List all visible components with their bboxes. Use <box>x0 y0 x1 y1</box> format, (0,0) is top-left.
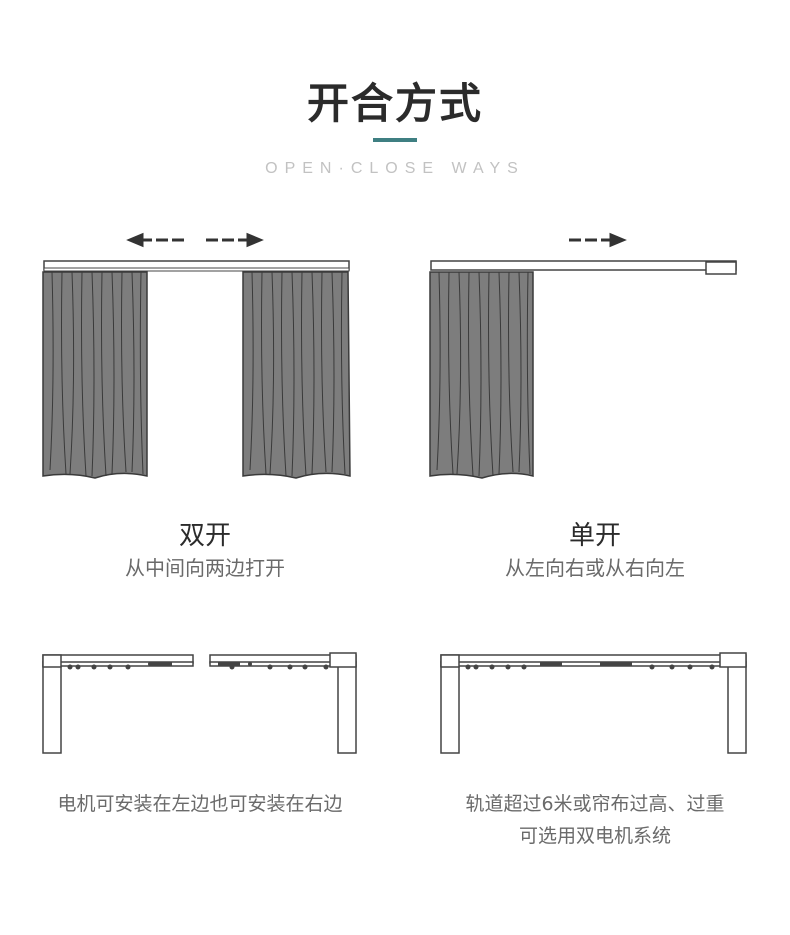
note-dual-motor-line1: 轨道超过6米或帘布过高、过重 <box>465 793 725 815</box>
note-dual-motor-line2: 可选用双电机系统 <box>518 825 671 847</box>
mode-title-single: 单开 <box>568 521 621 551</box>
double-arrow-outward-icon <box>126 232 264 248</box>
mode-description-double: 从中间向两边打开 <box>125 556 285 580</box>
left-curtain-panel <box>42 271 148 479</box>
note-motor-side: 电机可安装在左边也可安装在右边 <box>57 793 343 815</box>
mode-title-double: 双开 <box>178 521 231 551</box>
right-curtain-panel <box>242 271 351 479</box>
page-subtitle: OPEN·CLOSE WAYS <box>265 160 525 177</box>
mode-description-single: 从左向右或从右向左 <box>505 556 685 580</box>
single-curtain-panel <box>429 271 534 479</box>
arrow-right-icon <box>569 232 627 248</box>
page-title: 开合方式 <box>306 79 483 128</box>
title-divider <box>373 138 417 142</box>
